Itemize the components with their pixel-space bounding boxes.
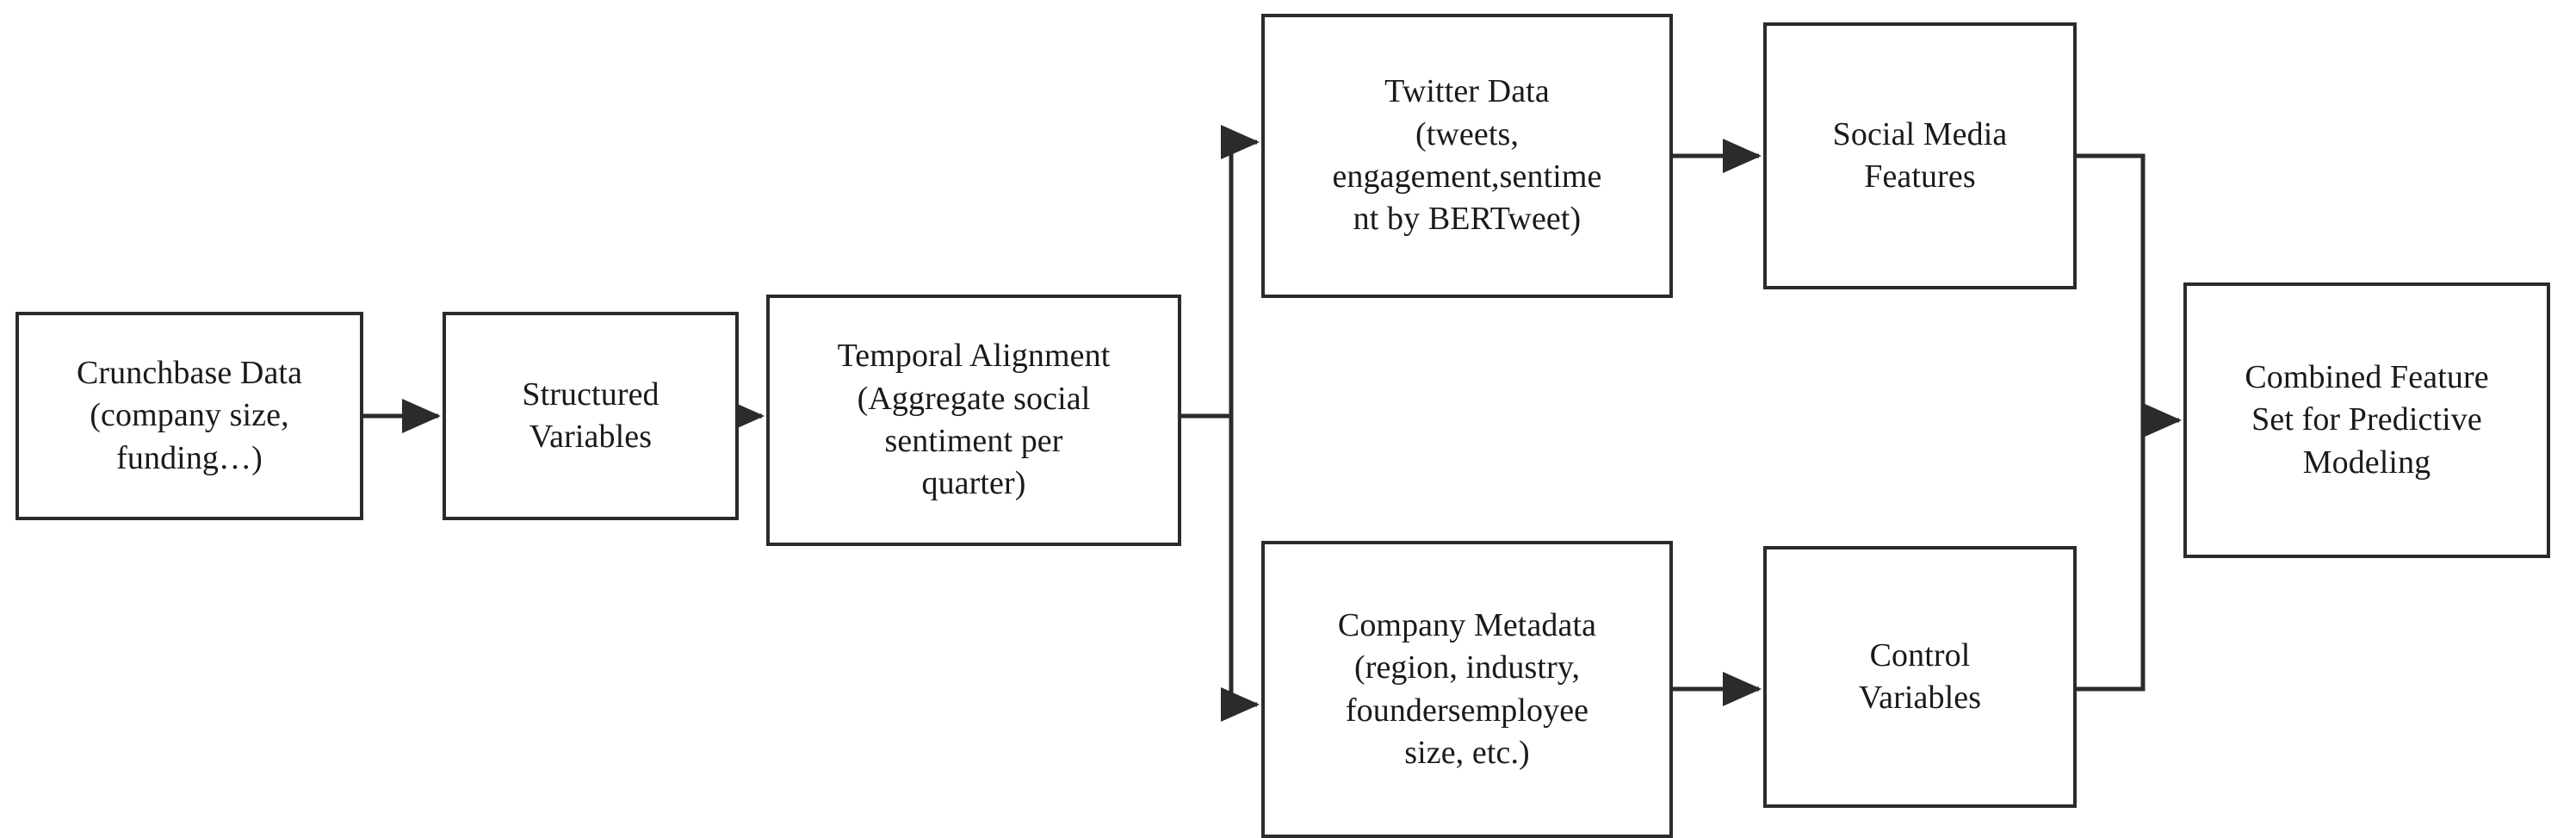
node-crunchbase-data[interactable]: Crunchbase Data (company size, funding…): [15, 312, 363, 520]
node-temporal-alignment[interactable]: Temporal Alignment (Aggregate social sen…: [766, 295, 1181, 546]
edge-temporal-split-bus: [1181, 142, 1234, 705]
node-social-media-features[interactable]: Social Media Features: [1763, 22, 2077, 289]
node-combined-feature-set[interactable]: Combined Feature Set for Predictive Mode…: [2183, 282, 2550, 558]
node-twitter-data[interactable]: Twitter Data (tweets, engagement,sentime…: [1261, 14, 1673, 298]
node-company-metadata[interactable]: Company Metadata (region, industry, foun…: [1261, 541, 1673, 838]
edge-merge-bus: [2077, 153, 2146, 692]
node-structured-variables[interactable]: Structured Variables: [443, 312, 739, 520]
node-control-variables[interactable]: Control Variables: [1763, 546, 2077, 808]
